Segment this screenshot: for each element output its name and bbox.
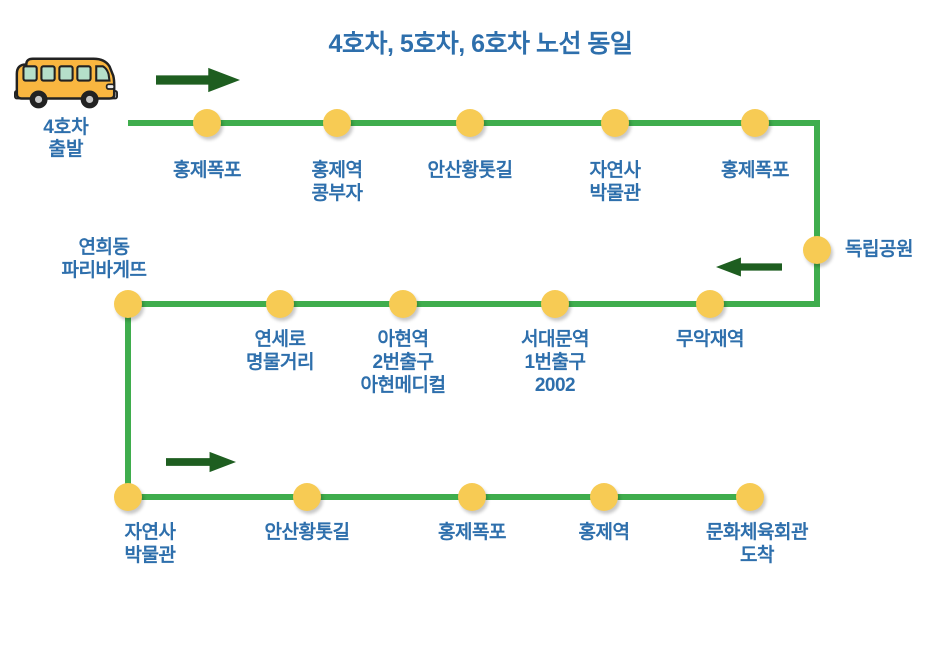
station-dot	[736, 483, 764, 511]
station-label: 연세로 명물거리	[246, 329, 314, 374]
station-label: 홍제폭포	[173, 160, 241, 181]
station-label: 안산황톳길	[264, 522, 350, 543]
station-label: 무악재역	[676, 329, 744, 350]
station-label: 연희동 파리바게뜨	[61, 236, 147, 281]
bus-icon	[14, 55, 118, 115]
station-label: 독립공원	[845, 239, 913, 260]
station-dot	[389, 290, 417, 318]
station-label: 홍제폭포	[721, 160, 789, 181]
station-dot	[323, 109, 351, 137]
station-label: 자연사 박물관	[124, 522, 176, 567]
direction-arrow-left-icon	[716, 256, 782, 278]
station-dot	[293, 483, 321, 511]
station-dot	[803, 236, 831, 264]
station-dot	[741, 109, 769, 137]
station-label: 홍제역 콩부자	[311, 160, 363, 205]
station-label: 홍제폭포	[438, 522, 506, 543]
station-dot	[601, 109, 629, 137]
station-label: 서대문역 1번출구 2002	[521, 329, 589, 397]
route-line-middle	[128, 301, 820, 307]
station-dot	[456, 109, 484, 137]
station-label: 아현역 2번출구 아현메디컬	[360, 329, 446, 397]
station-label: 자연사 박물관	[589, 160, 641, 205]
page-title: 4호차, 5호차, 6호차 노선 동일	[328, 30, 633, 58]
station-dot	[114, 483, 142, 511]
route-line-left	[125, 301, 131, 500]
station-label: 안산황톳길	[427, 160, 513, 181]
station-label: 문화체육회관 도착	[706, 522, 808, 567]
station-label: 홍제역	[578, 522, 630, 543]
start-label: 4호차 출발	[43, 117, 89, 161]
direction-arrow-right-icon	[156, 67, 240, 93]
station-dot	[193, 109, 221, 137]
route-line-right	[814, 120, 820, 307]
station-dot	[541, 290, 569, 318]
route-line-bottom	[128, 494, 750, 500]
station-dot	[590, 483, 618, 511]
station-dot	[266, 290, 294, 318]
direction-arrow-right-icon	[166, 450, 236, 474]
station-dot	[696, 290, 724, 318]
station-dot	[114, 290, 142, 318]
station-dot	[458, 483, 486, 511]
